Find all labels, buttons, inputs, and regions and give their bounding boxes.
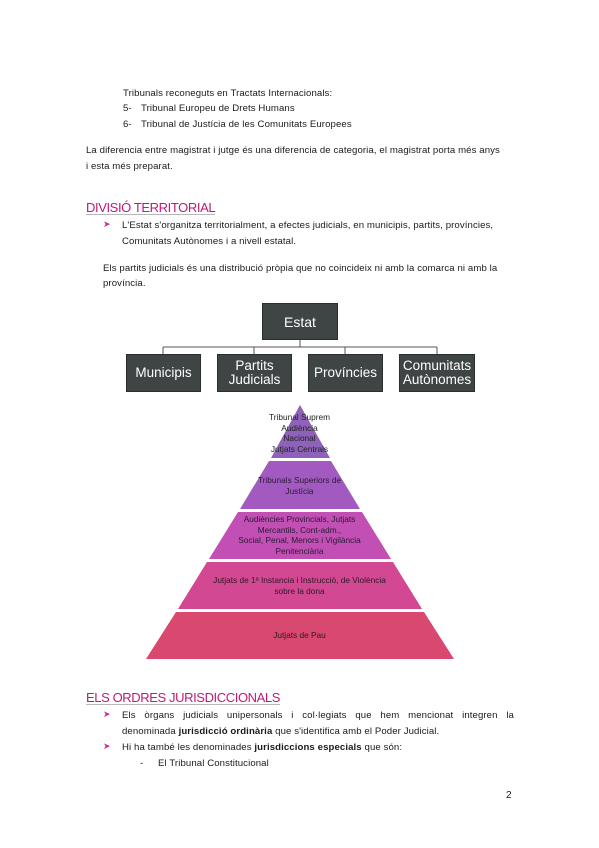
pyramid-level-audiencies-provincials <box>209 512 391 559</box>
pyramid-level-tribunal-suprem <box>271 405 330 458</box>
arrow-bullet-icon: ➤ <box>103 219 111 229</box>
arrow-bullet-icon: ➤ <box>103 741 111 751</box>
page-number: 2 <box>506 790 512 801</box>
pyramid-label-level-2: Audiències Provincials, Jutjats Mercanti… <box>238 514 361 556</box>
ordres-bullet1-line2: denominada jurisdicció ordinària que s'i… <box>122 726 440 737</box>
pyramid-level-jutjats-de-pau <box>146 612 454 659</box>
pyramid-diagram <box>146 405 454 659</box>
list-item-5-number: 5- <box>123 103 132 114</box>
section-heading-ordres: ELS ORDRES JURISDICCIONALS <box>86 690 281 705</box>
pyramid-label-level-0: Tribunal Suprem Audiència Nacional Jutja… <box>268 412 331 454</box>
list-item-6-number: 6- <box>123 119 132 130</box>
org-box-comunitats-autonomes: Comunitats Autònomes <box>399 354 475 392</box>
territorial-bullet-line1: L'Estat s'organitza territorialment, a e… <box>122 220 494 231</box>
arrow-bullet-icon: ➤ <box>103 709 111 719</box>
list-item-5-text: Tribunal Europeu de Drets Humans <box>141 103 295 114</box>
org-chart-connectors <box>162 340 438 354</box>
org-box-municipis: Municipis <box>126 354 201 392</box>
ordres-bullet1-line1: Els òrgans judicials unipersonals i col·… <box>122 710 514 721</box>
org-box-provincies: Províncies <box>308 354 383 392</box>
difference-paragraph-line2: i esta més preparat. <box>86 161 173 172</box>
difference-paragraph-line1: La diferencia entre magistrat i jutge és… <box>86 145 500 156</box>
pyramid-label-level-3: Jutjats de 1ª Instancia i Instrucció, de… <box>213 575 386 596</box>
sub-item-tribunal-constitucional: El Tribunal Constitucional <box>158 758 269 769</box>
territorial-bullet-line2: Comunitats Autònomes i a nivell estatal. <box>122 236 297 247</box>
org-box-partits-judicials: Partits Judicials <box>217 354 292 392</box>
pyramid-label-level-4: Jutjats de Pau <box>273 630 326 640</box>
section-heading-territorial: DIVISIÓ TERRITORIAL <box>86 200 216 215</box>
pyramid-level-jutjats-primera-instancia <box>178 562 422 609</box>
list-intro: Tribunals reconeguts en Tractats Interna… <box>123 88 333 99</box>
pyramid-label-level-1: Tribunals Superiors de Justícia <box>257 475 342 496</box>
list-item-6-text: Tribunal de Justícia de les Comunitats E… <box>141 119 352 130</box>
pyramid-level-tribunals-superiors <box>240 461 360 509</box>
ordres-bullet2: Hi ha també les denominades jurisdiccion… <box>122 742 403 753</box>
partits-paragraph-line2: província. <box>103 278 146 289</box>
partits-paragraph-line1: Els partits judicials és una distribució… <box>103 263 498 274</box>
sub-item-dash: - <box>140 758 144 769</box>
org-root-estat: Estat <box>262 303 338 340</box>
